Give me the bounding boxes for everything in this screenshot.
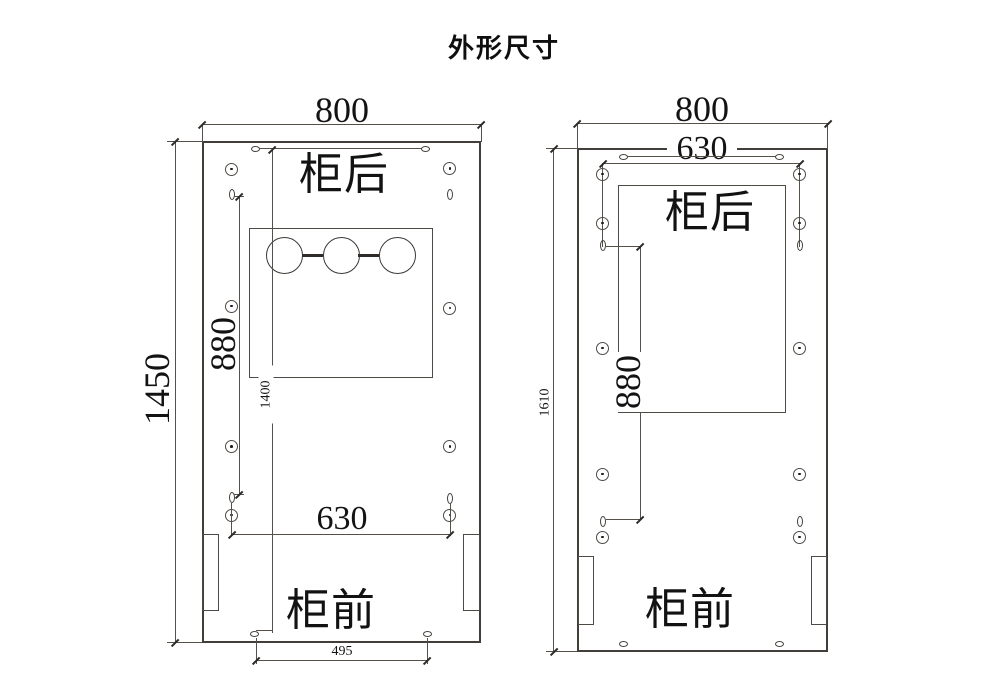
extension-line [449,503,451,536]
mounting-hole [793,467,807,481]
slot-hole [251,145,260,152]
cabinet-outline [202,141,481,643]
dimension-side-span-value: 880 [608,352,648,412]
slot-hole [446,189,453,200]
extension-line [167,141,202,143]
slot-hole [618,641,628,647]
mounting-hole [225,162,238,176]
extension-line [602,163,604,247]
extension-line [827,123,828,149]
extension-line [167,642,202,644]
dimension-line-depth [174,141,176,643]
dimension-channel-value: 1400 [258,365,274,424]
dimension-side-span-value: 880 [203,317,243,371]
dimension-line-front-slots [256,660,427,661]
dimension-front-slots-value: 495 [331,644,353,659]
slot-hole [796,515,803,527]
slot-hole [599,240,606,251]
mounting-hole [793,216,807,230]
label-cabinet-rear: 柜后 [299,150,389,199]
dimension-line-front-holes [231,534,451,535]
mounting-hole [596,167,610,181]
slot-hole [446,492,453,504]
base-channel-left [577,556,594,625]
base-channel-right [463,534,480,611]
dimension-line-width [202,124,481,125]
cable-gland-circle [322,237,360,274]
label-cabinet-front: 柜前 [645,585,735,634]
extension-line [606,245,640,247]
dimension-line-rear-holes [602,163,800,164]
gland-connector [302,254,323,257]
dimension-depth-value: 1450 [137,353,177,425]
extension-line [201,124,203,142]
mounting-hole [596,530,610,544]
extension-line [546,147,577,149]
rear-fixing-line [252,148,430,150]
slot-hole [228,492,235,503]
extension-line [576,123,578,149]
slot-hole [618,154,628,160]
dimension-depth-value: 1610 [537,373,553,432]
slot-hole [796,240,803,251]
slot-hole [422,631,432,637]
gland-connector [358,254,379,257]
dimension-line-width [577,123,828,124]
slot-hole [421,145,430,152]
base-channel-left [202,534,219,611]
mounting-hole [443,440,457,453]
extension-line [255,638,257,664]
mounting-hole [596,467,610,481]
base-channel-right [810,556,827,625]
extension-line [256,629,272,631]
mounting-hole [225,440,238,453]
drawing-title: 外形尺寸 [447,34,560,63]
extension-line [546,651,577,653]
dimension-rear-holes-value: 630 [667,131,737,165]
extension-line [799,163,801,247]
slot-hole [774,154,784,160]
mounting-hole [225,299,238,313]
rear-fixing-line [621,156,781,158]
extension-line [480,124,482,142]
extension-line [606,519,640,521]
slot-hole [599,515,606,527]
mounting-hole [596,341,610,355]
slot-hole [228,189,235,200]
dimension-line-depth [553,148,554,652]
mounting-hole [793,341,807,355]
dimension-front-holes-value: 630 [316,499,368,537]
label-cabinet-rear: 柜后 [665,188,755,237]
cable-entry-box [249,228,433,378]
mounting-hole [793,167,807,181]
dimension-width-value: 800 [675,89,729,129]
slot-hole [774,641,784,647]
dimension-width-value: 800 [315,90,369,130]
mounting-hole [443,301,457,315]
label-cabinet-front: 柜前 [286,586,376,635]
mounting-hole [443,162,457,175]
extension-line [231,503,233,536]
inner-equipment-outline [618,185,786,413]
mounting-hole [793,530,807,544]
cable-gland-circle [378,237,416,274]
dimension-line-side-span [238,196,240,494]
mounting-hole [596,216,610,230]
slot-hole [249,631,259,637]
extension-line [426,638,428,664]
